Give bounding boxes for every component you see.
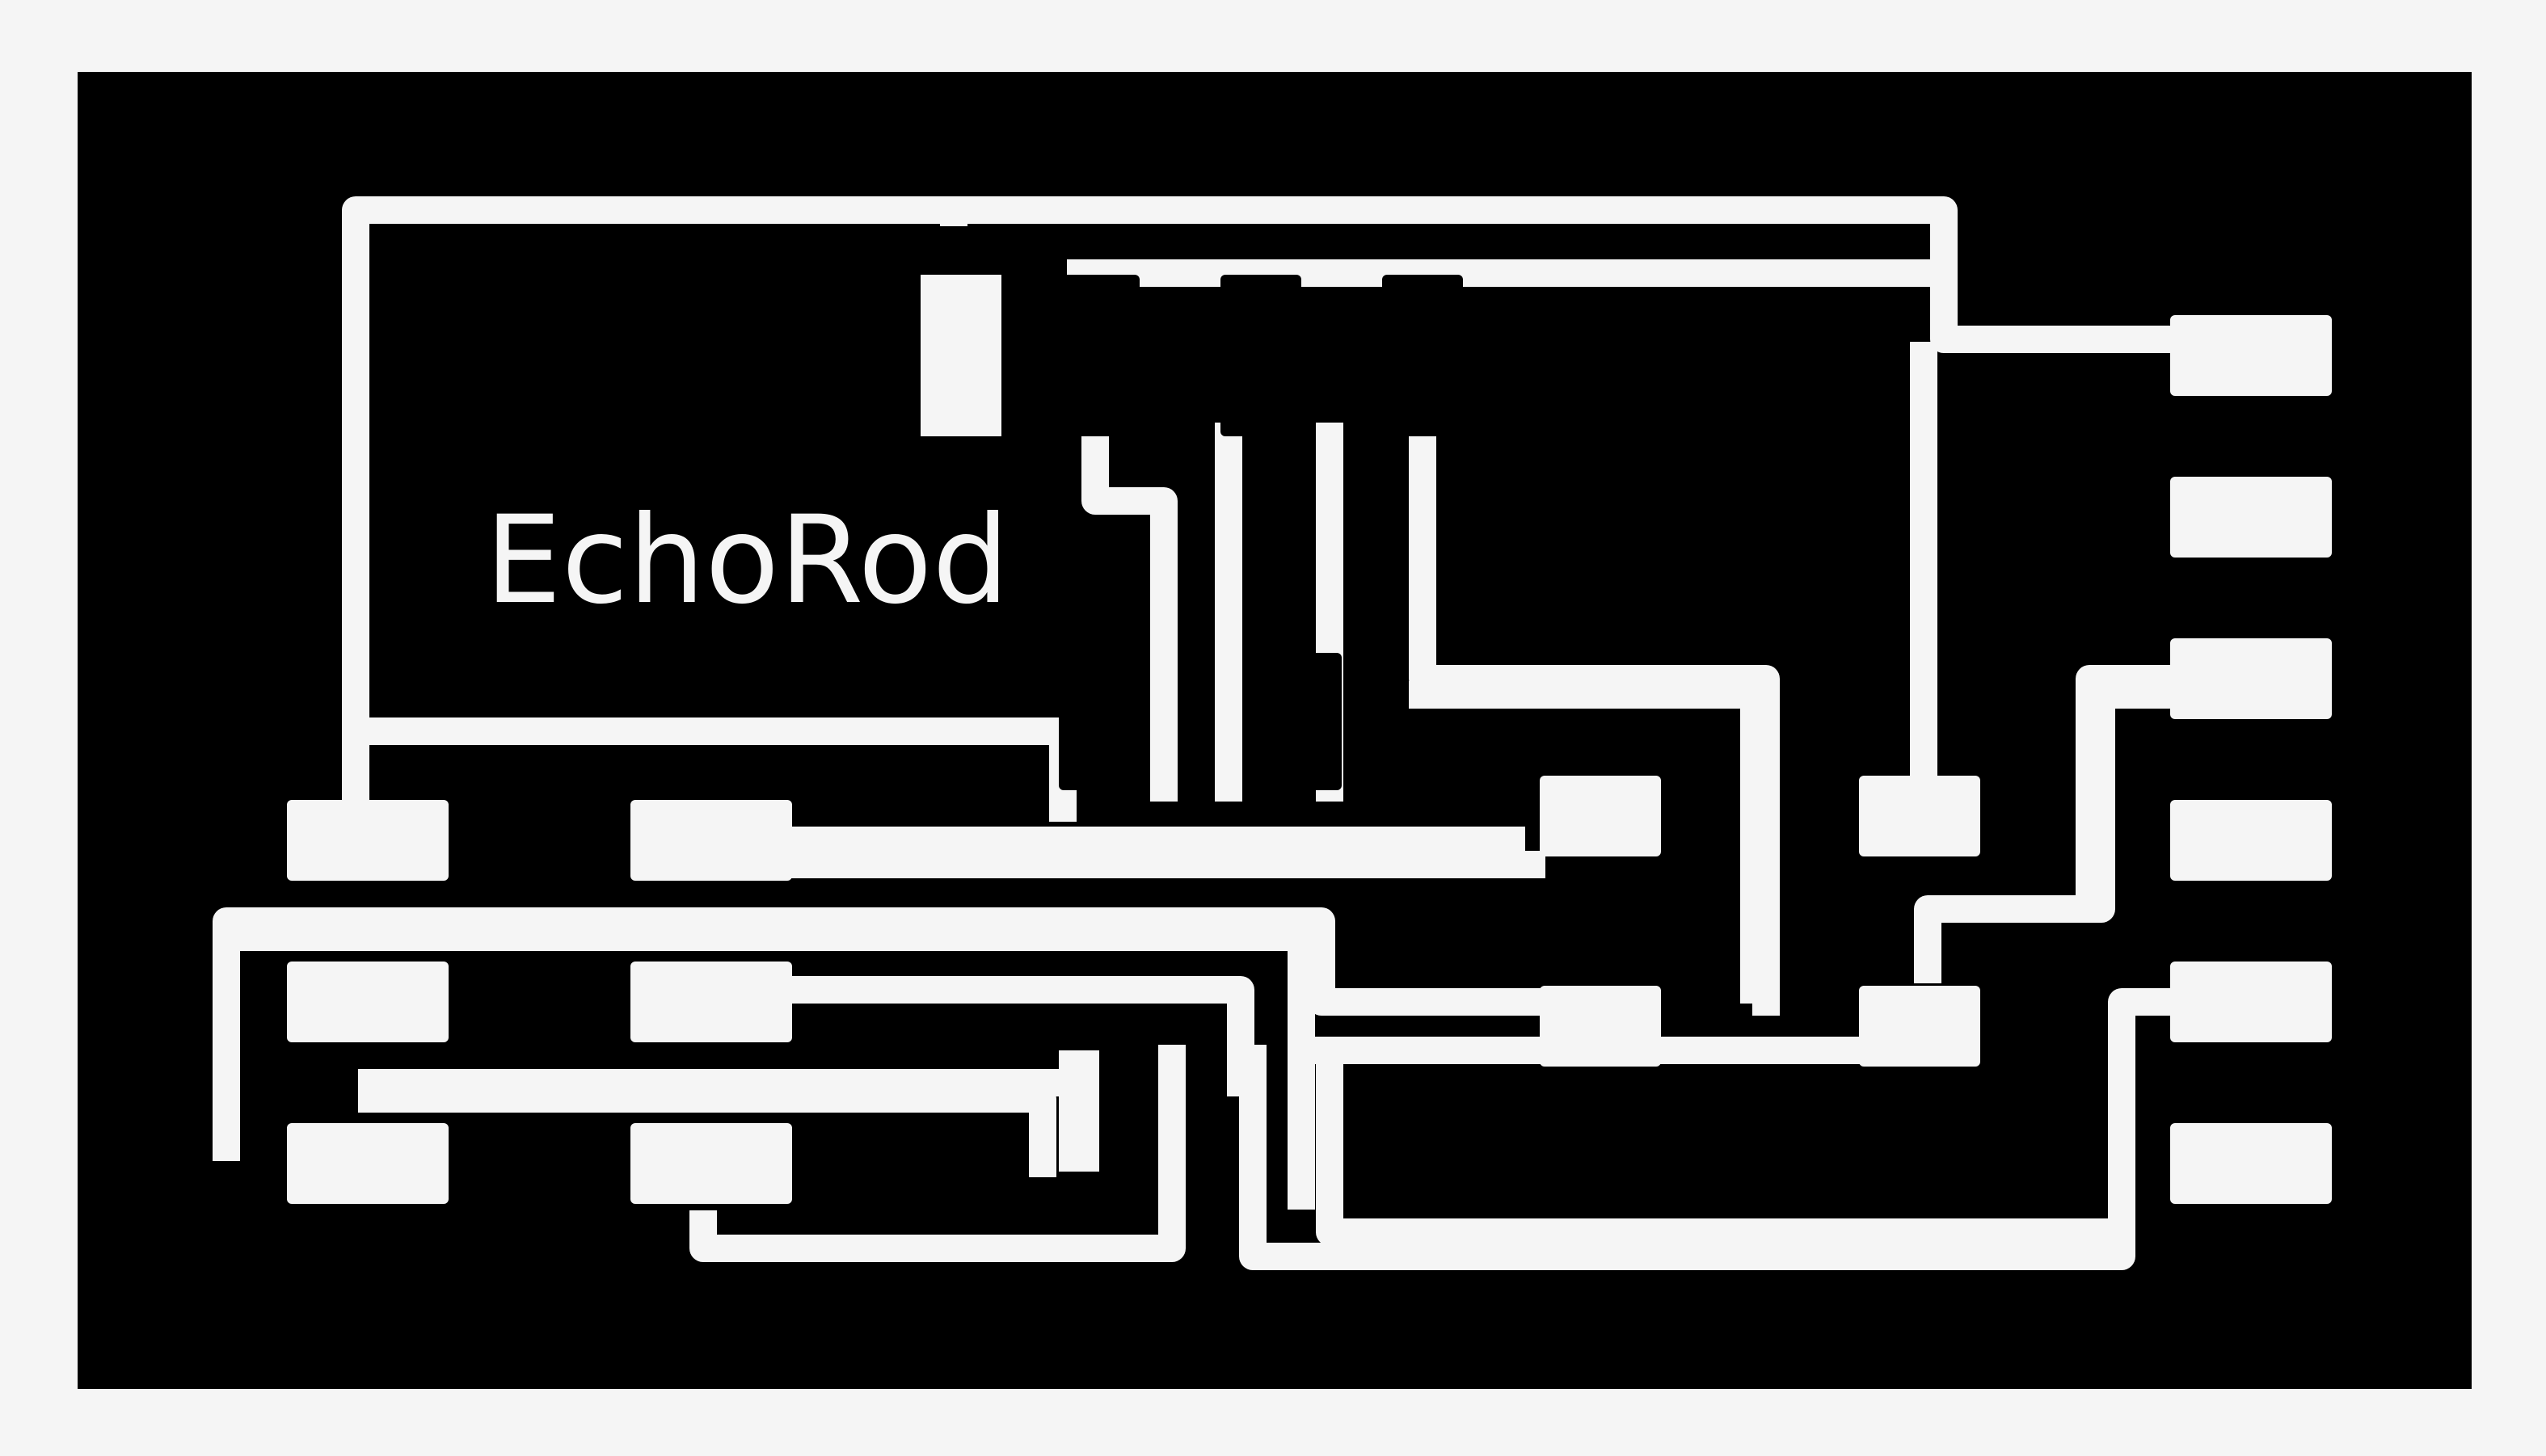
pad-c9 (287, 1123, 449, 1204)
copper-pad-2 (1220, 275, 1301, 436)
isolation-trace-lower-loop (213, 907, 1558, 1161)
pad-right-1 (2170, 315, 2332, 396)
board-label: EchoRod (485, 490, 1010, 631)
isolation-trace-right-3 (1409, 681, 1768, 1004)
isolation-trace-lower-5 (689, 1045, 1186, 1262)
pad-c10 (630, 1123, 792, 1204)
pad-right-4 (2170, 800, 2332, 881)
pad-c2 (630, 800, 792, 881)
copper-pad-5 (1301, 653, 1342, 790)
pad-c5 (287, 962, 449, 1042)
isolation-trace-lower-7 (1316, 1053, 2115, 1246)
component-pads (287, 776, 1980, 1204)
isolation-trace-lower-4 (358, 1085, 1056, 1177)
pad-c3 (1540, 776, 1661, 856)
copper-pad-3 (1382, 275, 1463, 436)
copper-pads (1059, 275, 1463, 790)
isolation-trace-right-2 (1914, 681, 2196, 983)
label-island (372, 226, 1067, 711)
isolation-trace-lower-6 (1239, 988, 2196, 1270)
header-connector-window (921, 275, 1001, 436)
pad-c11 (1059, 1050, 1099, 1172)
isolation-trace-lower-inner (229, 924, 1315, 1210)
pad-right-6 (2170, 1123, 2332, 1204)
pad-right-5 (2170, 962, 2332, 1042)
isolation-traces (213, 196, 2196, 1270)
pad-c8 (1859, 986, 1980, 1067)
pad-c7 (1540, 986, 1661, 1067)
pad-c1 (287, 800, 449, 881)
pad-right-3 (2170, 638, 2332, 719)
pad-c6 (630, 962, 792, 1042)
isolation-trace-col-1 (1081, 423, 1178, 802)
copper-pad-1 (1059, 275, 1140, 436)
isolation-trace-top-loop (342, 196, 2196, 802)
copper-pad-4 (1059, 653, 1099, 790)
pad-c4 (1859, 776, 1980, 856)
pad-right-2 (2170, 477, 2332, 558)
right-header-pads (2170, 315, 2332, 1204)
